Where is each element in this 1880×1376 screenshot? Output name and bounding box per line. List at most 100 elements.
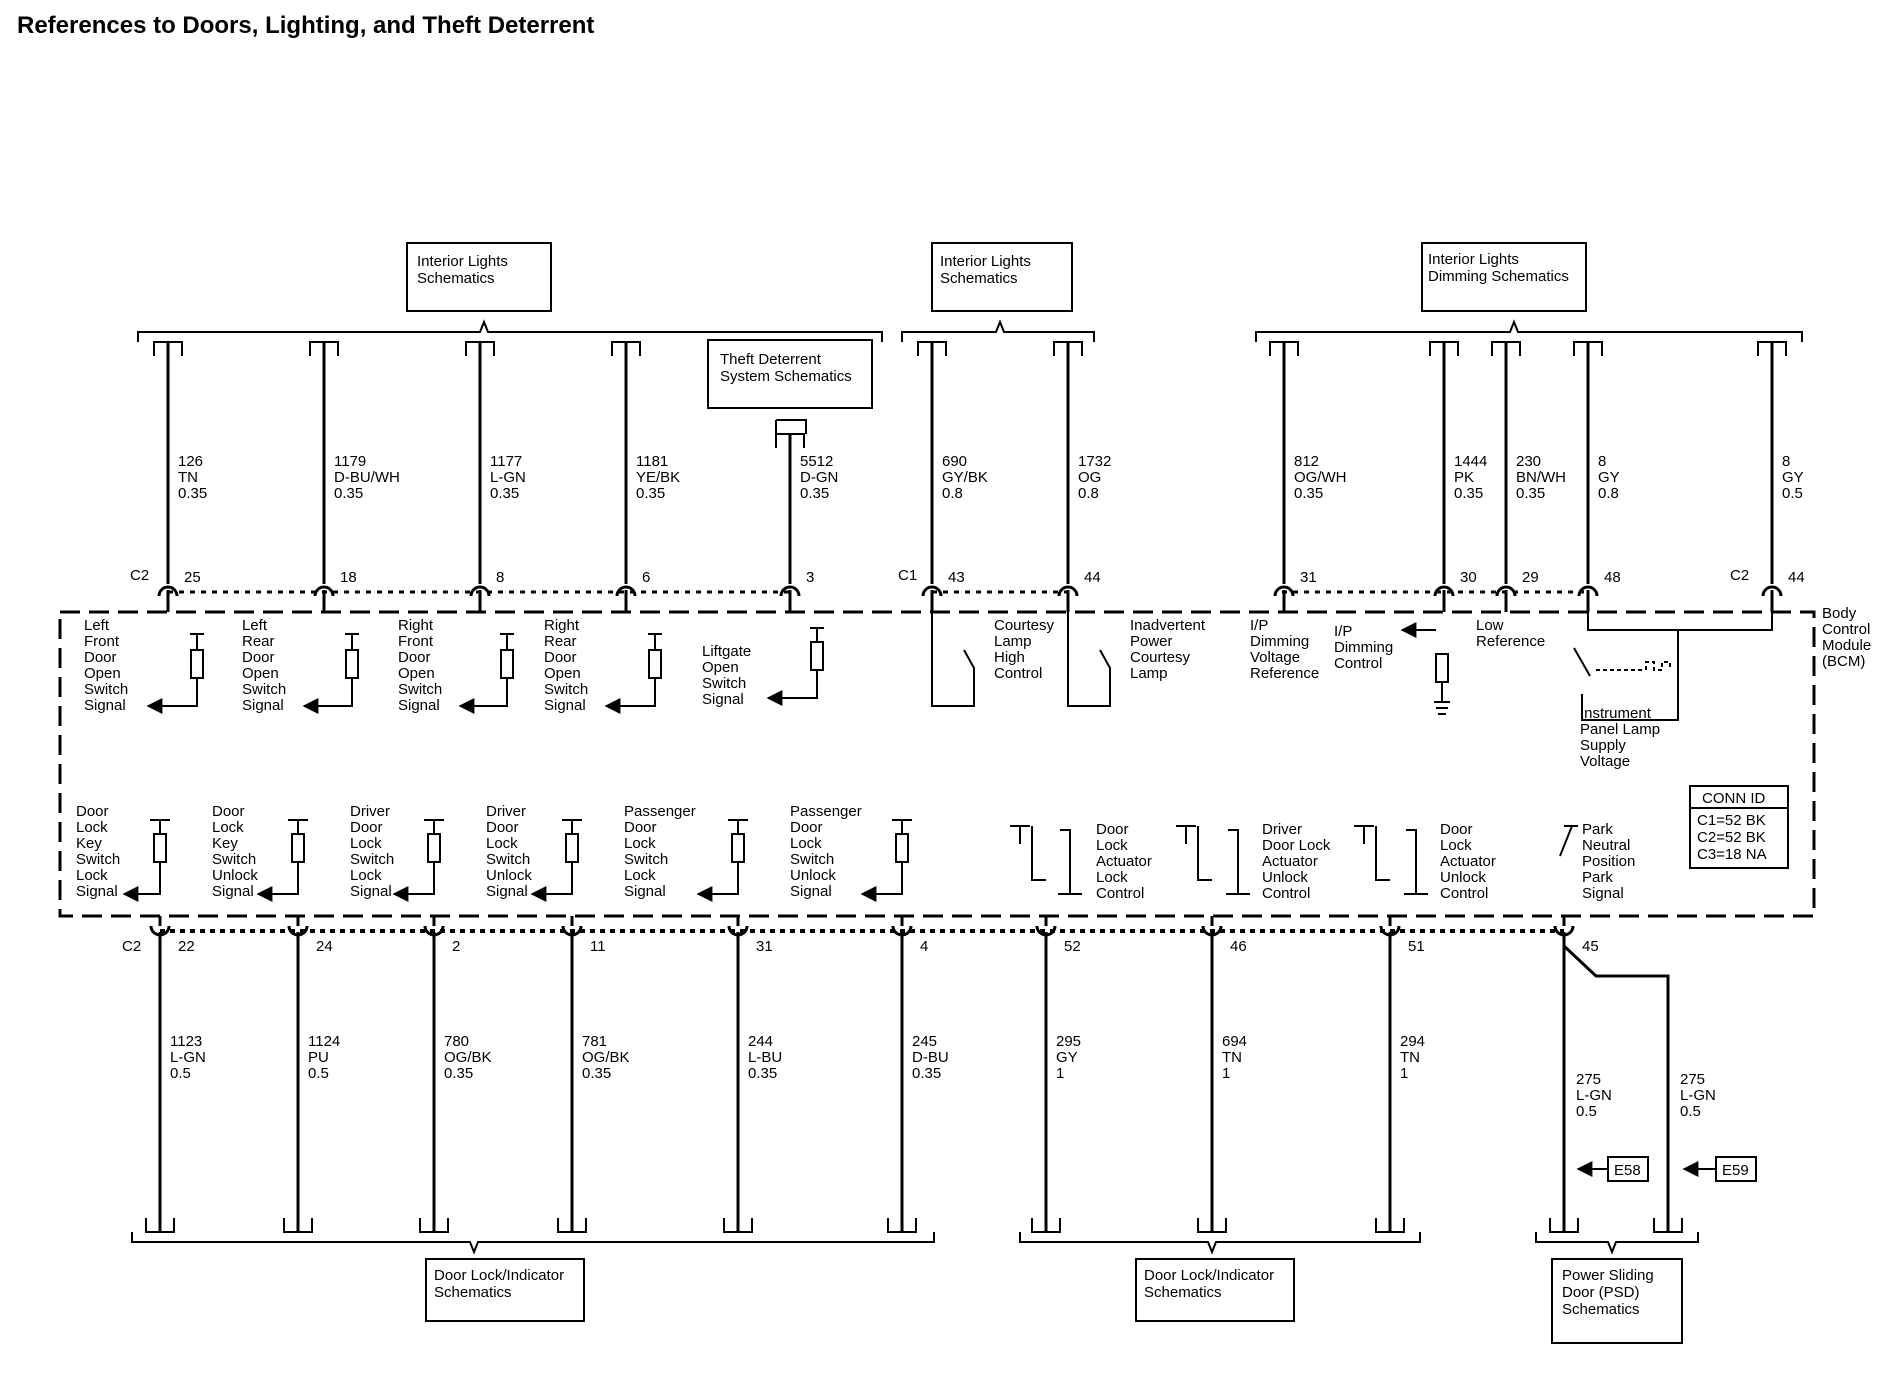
svg-text:E58: E58 — [1614, 1162, 1641, 1179]
svg-text:Front: Front — [398, 633, 434, 650]
svg-text:Rear: Rear — [544, 633, 577, 650]
ref-box-psd[interactable]: Power Sliding Door (PSD) Schematics — [1562, 1267, 1654, 1318]
pin-number: 24 — [316, 938, 333, 955]
ref-box-door-lock-2[interactable]: Door Lock/Indicator Schematics — [1144, 1267, 1274, 1301]
wire-color: L-BU — [748, 1049, 782, 1066]
svg-text:I/P: I/P — [1250, 617, 1268, 634]
svg-text:Door: Door — [1096, 821, 1129, 838]
svg-text:Schematics: Schematics — [1562, 1301, 1640, 1318]
connector-label-c1: C1 — [898, 567, 917, 584]
bcm-internal-arrows — [122, 622, 1436, 902]
pin-number: 11 — [590, 938, 606, 955]
svg-text:Signal: Signal — [790, 883, 832, 900]
wire-gauge: 0.5 — [170, 1065, 191, 1082]
wire-gauge: 0.35 — [748, 1065, 777, 1082]
wire-color: OG/WH — [1294, 469, 1347, 486]
wire-color: L-GN — [1576, 1087, 1612, 1104]
wire-circuit-number: 690 — [942, 453, 967, 470]
wire-gauge: 0.35 — [1294, 485, 1323, 502]
svg-text:Unlock: Unlock — [1262, 869, 1308, 886]
svg-text:CONN ID: CONN ID — [1702, 790, 1766, 807]
ground-ref-e59[interactable]: E59 — [1682, 1156, 1757, 1182]
svg-text:Module: Module — [1822, 637, 1871, 654]
svg-text:Supply: Supply — [1580, 737, 1626, 754]
svg-text:Control: Control — [1334, 655, 1382, 672]
wire-circuit-number: 8 — [1782, 453, 1790, 470]
svg-text:Passenger: Passenger — [624, 803, 696, 820]
svg-text:Signal: Signal — [398, 697, 440, 714]
wire-circuit-number: 126 — [178, 453, 203, 470]
ref-box-theft-deterrent[interactable]: Theft Deterrent System Schematics — [720, 351, 852, 385]
pin-number: 22 — [178, 938, 195, 955]
pin-number: 31 — [1300, 569, 1317, 586]
svg-text:(BCM): (BCM) — [1822, 653, 1865, 670]
wire-color: OG/BK — [444, 1049, 492, 1066]
svg-text:Interior Lights: Interior Lights — [417, 253, 508, 270]
wire-color: TN — [1400, 1049, 1420, 1066]
svg-text:Signal: Signal — [84, 697, 126, 714]
svg-text:Power Sliding: Power Sliding — [1562, 1267, 1654, 1284]
svg-text:C2=52 BK: C2=52 BK — [1697, 829, 1766, 846]
svg-text:E59: E59 — [1722, 1162, 1749, 1179]
wire-circuit-number: 1124 — [308, 1033, 340, 1050]
svg-text:Lamp: Lamp — [994, 633, 1032, 650]
wire-circuit-number: 5512 — [800, 453, 833, 470]
pin-number: 4 — [920, 938, 928, 955]
svg-text:Door: Door — [1440, 821, 1473, 838]
svg-text:Interior Lights: Interior Lights — [940, 253, 1031, 270]
svg-text:Lock: Lock — [76, 867, 108, 884]
svg-text:Door: Door — [212, 803, 245, 820]
connector-label-c2-bottom: C2 — [122, 938, 141, 955]
ground-ref-e58[interactable]: E58 — [1576, 1156, 1649, 1182]
ref-box-interior-lights-1[interactable]: Interior Lights Schematics — [417, 253, 508, 287]
wire-circuit-number: 245 — [912, 1033, 937, 1050]
ref-box-interior-lights-dimming[interactable]: Interior Lights Dimming Schematics — [1428, 251, 1569, 285]
wire-gauge: 0.35 — [1454, 485, 1483, 502]
wire-gauge: 0.8 — [942, 485, 963, 502]
svg-text:Control: Control — [1096, 885, 1144, 902]
svg-text:Actuator: Actuator — [1096, 853, 1152, 870]
svg-text:Control: Control — [1822, 621, 1870, 638]
svg-text:Rear: Rear — [242, 633, 275, 650]
top-brace-1 — [137, 319, 883, 342]
wire-color: L-GN — [490, 469, 526, 486]
svg-text:Liftgate: Liftgate — [702, 643, 751, 660]
svg-text:Power: Power — [1130, 633, 1173, 650]
ref-box-door-lock-1[interactable]: Door Lock/Indicator Schematics — [434, 1267, 564, 1301]
wire-circuit-number: 244 — [748, 1033, 773, 1050]
svg-text:Open: Open — [544, 665, 581, 682]
svg-text:Door Lock: Door Lock — [1262, 837, 1331, 854]
ref-box-interior-lights-2[interactable]: Interior Lights Schematics — [940, 253, 1031, 287]
svg-text:Control: Control — [994, 665, 1042, 682]
wire-circuit-number: 780 — [444, 1033, 469, 1050]
